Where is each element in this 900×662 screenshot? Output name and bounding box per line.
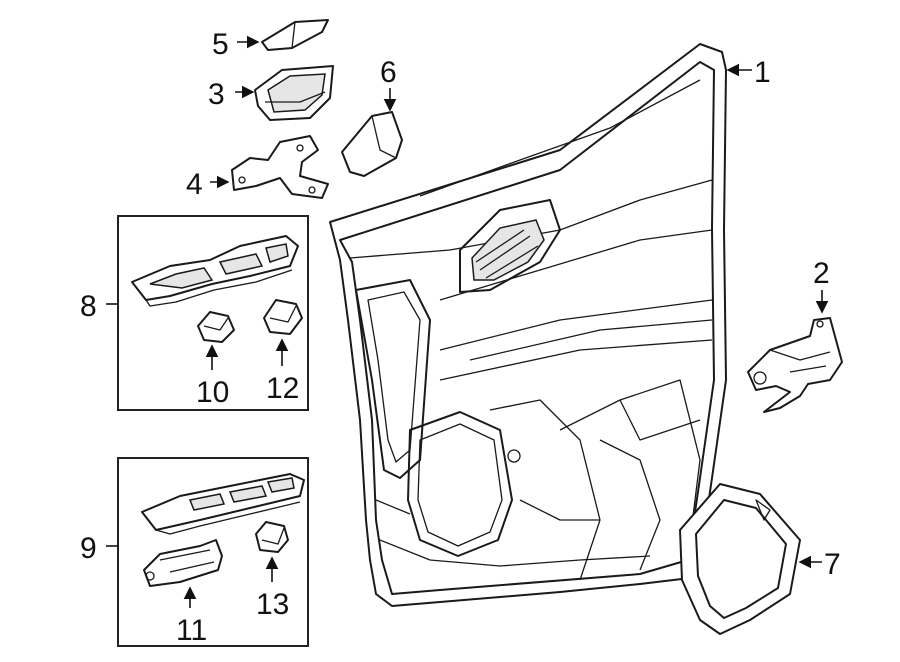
callout-8: 8 bbox=[80, 290, 97, 323]
callout-13: 13 bbox=[256, 588, 289, 621]
part-11-switch-assembly bbox=[143, 539, 223, 587]
group-box-9 bbox=[117, 457, 309, 647]
callout-12: 12 bbox=[266, 372, 299, 405]
part-1-door-trim-panel bbox=[329, 43, 727, 607]
part-8-switch-bezel bbox=[131, 235, 299, 307]
callout-11: 11 bbox=[176, 614, 207, 647]
part-2-inside-handle bbox=[747, 317, 843, 413]
callout-7: 7 bbox=[824, 548, 841, 581]
part-3-pull-cup bbox=[254, 65, 334, 121]
callout-3: 3 bbox=[208, 78, 225, 111]
callout-1: 1 bbox=[754, 56, 771, 89]
callout-4: 4 bbox=[186, 168, 203, 201]
part-5-cover bbox=[261, 19, 329, 51]
part-9-switch-bezel bbox=[141, 473, 305, 535]
part-6-bracket bbox=[341, 111, 403, 177]
callout-5: 5 bbox=[212, 28, 229, 61]
part-4-bracket bbox=[231, 135, 329, 199]
callout-6: 6 bbox=[380, 56, 397, 89]
callout-2: 2 bbox=[813, 257, 830, 290]
group-box-8 bbox=[117, 215, 309, 411]
callout-10: 10 bbox=[196, 376, 229, 409]
part-13-switch bbox=[255, 521, 289, 553]
part-12-switch bbox=[263, 299, 303, 335]
part-7-speaker-seal bbox=[679, 483, 801, 635]
part-10-switch bbox=[197, 311, 235, 343]
callout-9: 9 bbox=[80, 532, 97, 565]
